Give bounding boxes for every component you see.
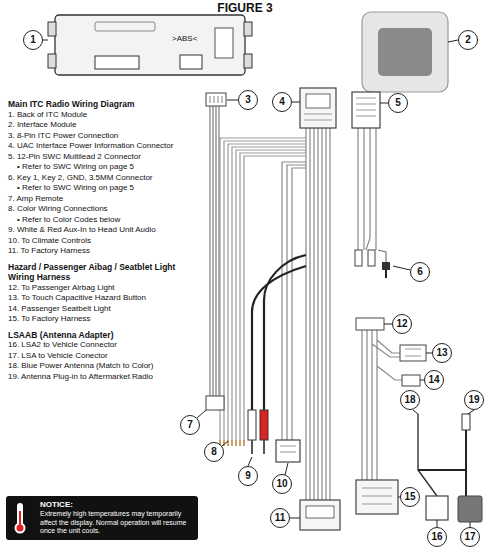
list-item: 4. UAC Interface Power Information Conne… <box>8 141 204 152</box>
list-item: 14. Passenger Seatbelt Light <box>8 304 204 315</box>
callout-number: 4 <box>272 92 292 112</box>
callout-text: 17 <box>464 532 475 542</box>
callout-text: 8 <box>211 447 217 457</box>
callout-text: 9 <box>245 471 251 481</box>
callout-number: 10 <box>272 474 292 494</box>
list-heading: LSAAB (Antenna Adapter) <box>8 330 204 341</box>
callout-number: 12 <box>392 314 412 334</box>
callout-text: 2 <box>465 35 471 45</box>
callout-number: 8 <box>204 442 224 462</box>
callout-text: 3 <box>245 95 251 105</box>
list-note: • Refer to Color Codes below <box>8 215 204 226</box>
callout-text: 12 <box>396 319 407 329</box>
list-item: 13. To Touch Capacitive Hazard Button <box>8 293 204 304</box>
callout-number: 17 <box>460 527 480 547</box>
list-note: • Refer to SWC Wiring on page 5 <box>8 183 204 194</box>
list-item: 6. Key 1, Key 2, GND, 3.5MM Connector <box>8 173 204 184</box>
callout-text: 11 <box>275 513 286 523</box>
callout-number: 2 <box>458 30 478 50</box>
callout-text: 15 <box>404 492 415 502</box>
callout-number: 6 <box>410 262 430 282</box>
notice-heading: NOTICE: <box>40 500 192 510</box>
list-heading: Main ITC Radio Wiring Diagram <box>8 99 204 110</box>
callout-text: 18 <box>404 395 415 405</box>
callout-text: 1 <box>30 35 36 45</box>
callout-number: 5 <box>388 93 408 113</box>
module-marking: >ABS< <box>172 34 197 43</box>
callout-number: 19 <box>464 390 484 410</box>
callout-number: 16 <box>427 527 447 547</box>
callout-number: 13 <box>432 343 452 363</box>
list-item: 15. To Factory Harness <box>8 314 204 325</box>
callout-number: 9 <box>238 466 258 486</box>
list-item: 8. Color Wiring Connections <box>8 204 204 215</box>
list-note: • Refer to SWC Wiring on page 5 <box>8 162 204 173</box>
list-item: 18. Blue Power Antenna (Match to Color) <box>8 361 204 372</box>
thermometer-icon <box>10 501 30 535</box>
list-item: 3. 8-Pin ITC Power Connection <box>8 131 204 142</box>
list-item: 5. 12-Pin SWC Multilead 2 Connector <box>8 152 204 163</box>
list-item: 9. White & Red Aux-In to Head Unit Audio <box>8 225 204 236</box>
callout-text: 14 <box>428 375 439 385</box>
list-item: 2. Interface Module <box>8 120 204 131</box>
callout-number: 14 <box>424 370 444 390</box>
callout-number: 7 <box>180 415 200 435</box>
list-item: 10. To Climate Controls <box>8 236 204 247</box>
notice-body: Extremely high temperatures may temporar… <box>40 510 192 536</box>
callout-text: 13 <box>436 348 447 358</box>
callout-number: 11 <box>270 508 290 528</box>
list-item: 19. Antenna Plug-in to Aftermarket Radio <box>8 372 204 383</box>
callout-number: 3 <box>238 90 258 110</box>
callout-text: 5 <box>395 98 401 108</box>
list-heading: Hazard / Passenger Aibag / Seatblet Ligh… <box>8 262 204 283</box>
callout-text: 16 <box>431 532 442 542</box>
legend-list: Main ITC Radio Wiring Diagram1. Back of … <box>8 94 204 382</box>
list-item: 11. To Factory Harness <box>8 246 204 257</box>
figure-title: FIGURE 3 <box>0 1 490 15</box>
callout-number: 1 <box>23 30 43 50</box>
callout-text: 7 <box>187 420 193 430</box>
callout-text: 4 <box>279 97 285 107</box>
list-item: 7. Amp Remote <box>8 194 204 205</box>
list-item: 12. To Passenger Airbag Light <box>8 283 204 294</box>
list-item: 16. LSA2 to Vehicle Connector <box>8 340 204 351</box>
callout-text: 6 <box>417 267 423 277</box>
list-item: 17. LSA to Vehicle Conector <box>8 351 204 362</box>
callout-text: 19 <box>468 395 479 405</box>
list-item: 1. Back of ITC Module <box>8 110 204 121</box>
callout-number: 18 <box>400 390 420 410</box>
notice-box: NOTICE:Extremely high temperatures may t… <box>6 496 198 540</box>
callout-number: 15 <box>400 487 420 507</box>
callout-text: 10 <box>276 479 287 489</box>
